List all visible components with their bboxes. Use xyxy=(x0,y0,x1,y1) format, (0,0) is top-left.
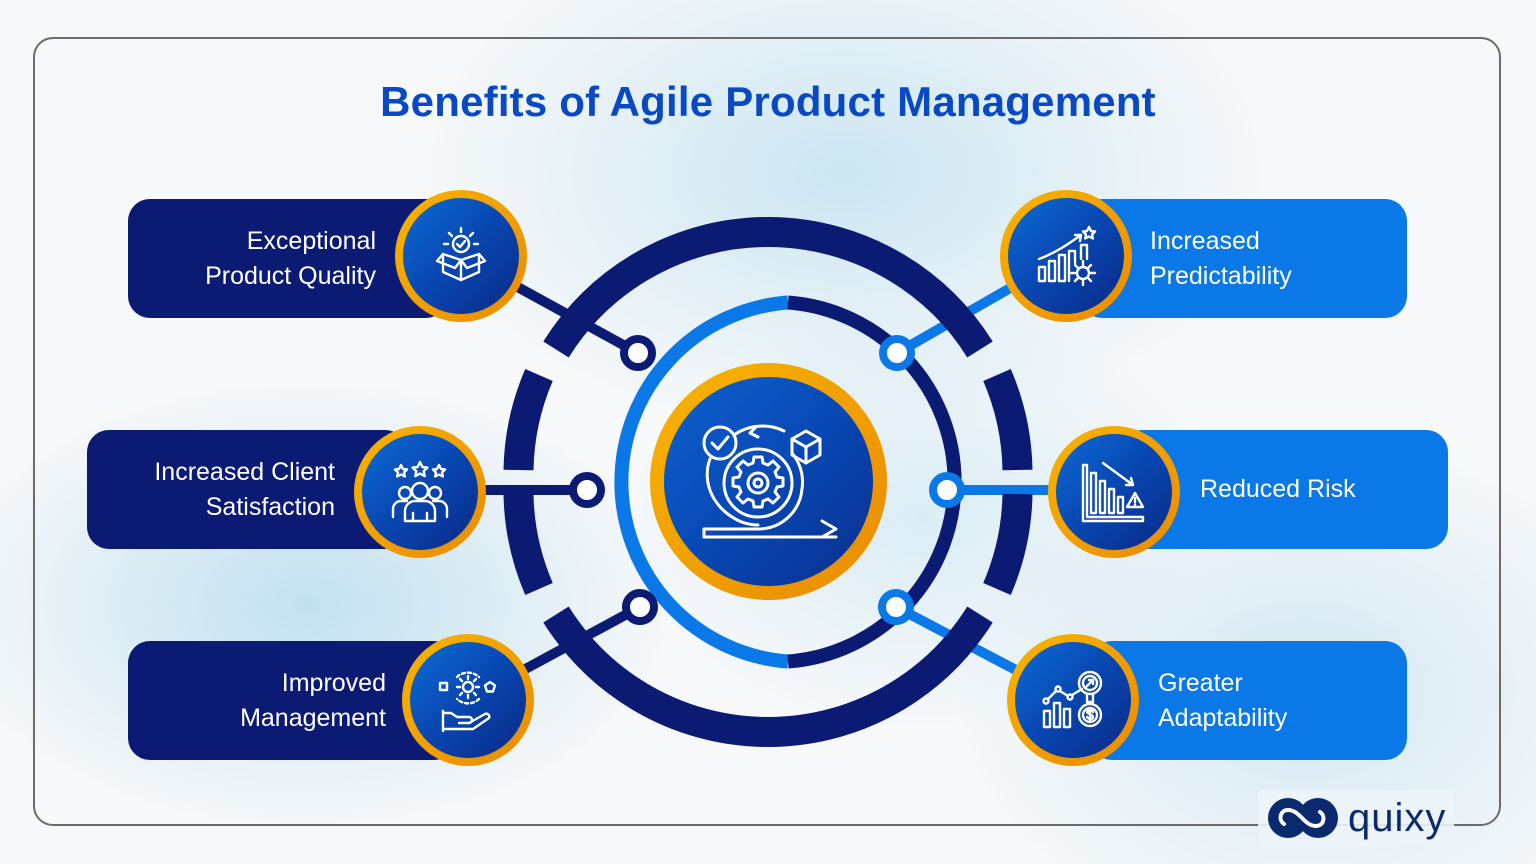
benefit-card-client-satisfaction: Increased Client Satisfaction xyxy=(87,430,407,549)
benefit-label: Improved Management xyxy=(240,668,386,732)
quixy-logo: quixy xyxy=(1258,790,1455,846)
content-frame xyxy=(33,37,1501,826)
center-badge xyxy=(650,363,887,600)
benefit-card-predictability: Increased Predictability xyxy=(1080,199,1407,318)
chart-magnifier-dollar-icon xyxy=(1042,670,1103,729)
benefit-label: Increased Client Satisfaction xyxy=(154,457,335,521)
benefit-label: Reduced Risk xyxy=(1200,475,1356,503)
growth-chart-gear-icon xyxy=(1037,225,1097,287)
page-title: Benefits of Agile Product Management xyxy=(380,78,1156,125)
predictability-icon-badge xyxy=(1000,190,1132,322)
client-satisfaction-stars-icon xyxy=(391,460,449,523)
adaptability-icon-badge xyxy=(1007,634,1139,766)
quixy-logo-mark-icon xyxy=(1268,798,1338,838)
outer-ring xyxy=(503,217,1033,747)
risk-icon-badge xyxy=(1048,426,1180,558)
quality-icon-badge xyxy=(395,190,527,322)
benefit-label: Exceptional Product Quality xyxy=(205,226,376,290)
connector-dots xyxy=(569,335,965,625)
benefit-card-improved-management: Improved Management xyxy=(128,641,456,760)
benefit-card-adaptability: Greater Adaptability xyxy=(1090,641,1407,760)
logo-text: quixy xyxy=(1348,795,1447,840)
satisfaction-icon-badge xyxy=(354,426,486,558)
benefit-label: Greater Adaptability xyxy=(1158,668,1288,732)
benefit-card-product-quality: Exceptional Product Quality xyxy=(128,199,448,318)
declining-chart-warning-icon xyxy=(1081,461,1145,523)
agile-cycle-gear-icon xyxy=(702,424,837,538)
management-icon-badge xyxy=(402,634,534,766)
benefit-card-reduced-risk: Reduced Risk xyxy=(1120,430,1448,549)
quality-box-check-icon xyxy=(435,226,487,282)
management-hand-gear-icon xyxy=(438,671,497,733)
benefit-label: Increased Predictability xyxy=(1150,226,1292,290)
